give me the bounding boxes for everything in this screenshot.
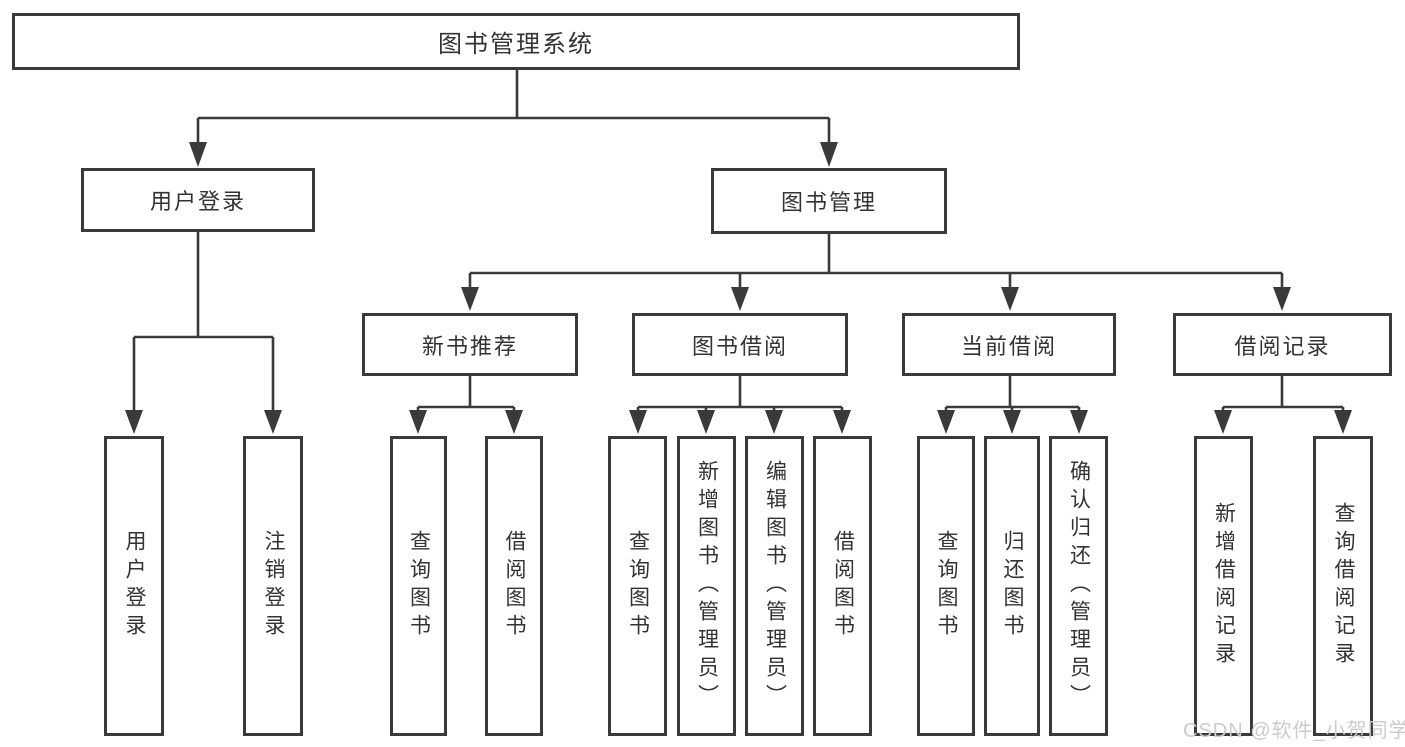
node-label: 归还图书 (1001, 530, 1024, 642)
node-label: 编辑图书（管理员） (763, 460, 787, 712)
node-label: 借阅图书 (831, 530, 855, 642)
node-label: 查询图书 (626, 530, 650, 642)
node-cb-return-books: 归还图书 (984, 436, 1040, 736)
node-borrowing-records: 借阅记录 (1173, 313, 1392, 376)
node-user-login-branch: 用户登录 (81, 168, 315, 232)
node-cb-confirm-return-admin: 确认归还（管理员） (1049, 436, 1108, 736)
node-book-management-branch: 图书管理 (711, 168, 947, 234)
node-bb-add-books-admin: 新增图书（管理员） (677, 436, 736, 736)
node-label: 确认归还（管理员） (1067, 460, 1091, 712)
node-user-login-leaf: 用户登录 (104, 436, 164, 736)
node-label: 查询借阅记录 (1332, 502, 1355, 670)
node-bb-query-books: 查询图书 (608, 436, 667, 736)
node-label: 图书借阅 (691, 333, 788, 359)
node-current-borrowing: 当前借阅 (902, 313, 1116, 376)
node-logout-leaf: 注销登录 (243, 436, 303, 736)
node-label: 用户登录 (149, 189, 246, 214)
node-br-add-record: 新增借阅记录 (1194, 436, 1253, 736)
node-label: 当前借阅 (960, 333, 1057, 359)
node-cb-query-books: 查询图书 (917, 436, 975, 736)
node-bb-edit-books-admin: 编辑图书（管理员） (745, 436, 804, 736)
node-label: 新书推荐 (421, 333, 518, 359)
node-bb-borrow-books: 借阅图书 (813, 436, 872, 736)
node-label: 查询图书 (935, 530, 958, 642)
node-book-borrowing: 图书借阅 (632, 313, 848, 376)
node-label: 新增图书（管理员） (695, 460, 719, 712)
node-nb-query-books: 查询图书 (390, 436, 447, 736)
node-label: 查询图书 (407, 530, 431, 642)
node-label: 图书管理系统 (438, 31, 594, 58)
node-label: 新增借阅记录 (1212, 502, 1236, 670)
node-label: 借阅记录 (1234, 333, 1331, 359)
arrowheads (125, 142, 1352, 434)
node-new-book-recommend: 新书推荐 (362, 313, 578, 376)
watermark: CSDN @软件_小贺同学 (1183, 720, 1405, 742)
node-root-system: 图书管理系统 (12, 13, 1020, 70)
node-label: 图书管理 (780, 190, 877, 215)
node-nb-borrow-books: 借阅图书 (485, 436, 543, 736)
node-label: 用户登录 (123, 530, 146, 642)
node-label: 借阅图书 (503, 530, 526, 642)
node-label: 注销登录 (262, 530, 285, 642)
node-br-query-record: 查询借阅记录 (1313, 436, 1373, 736)
